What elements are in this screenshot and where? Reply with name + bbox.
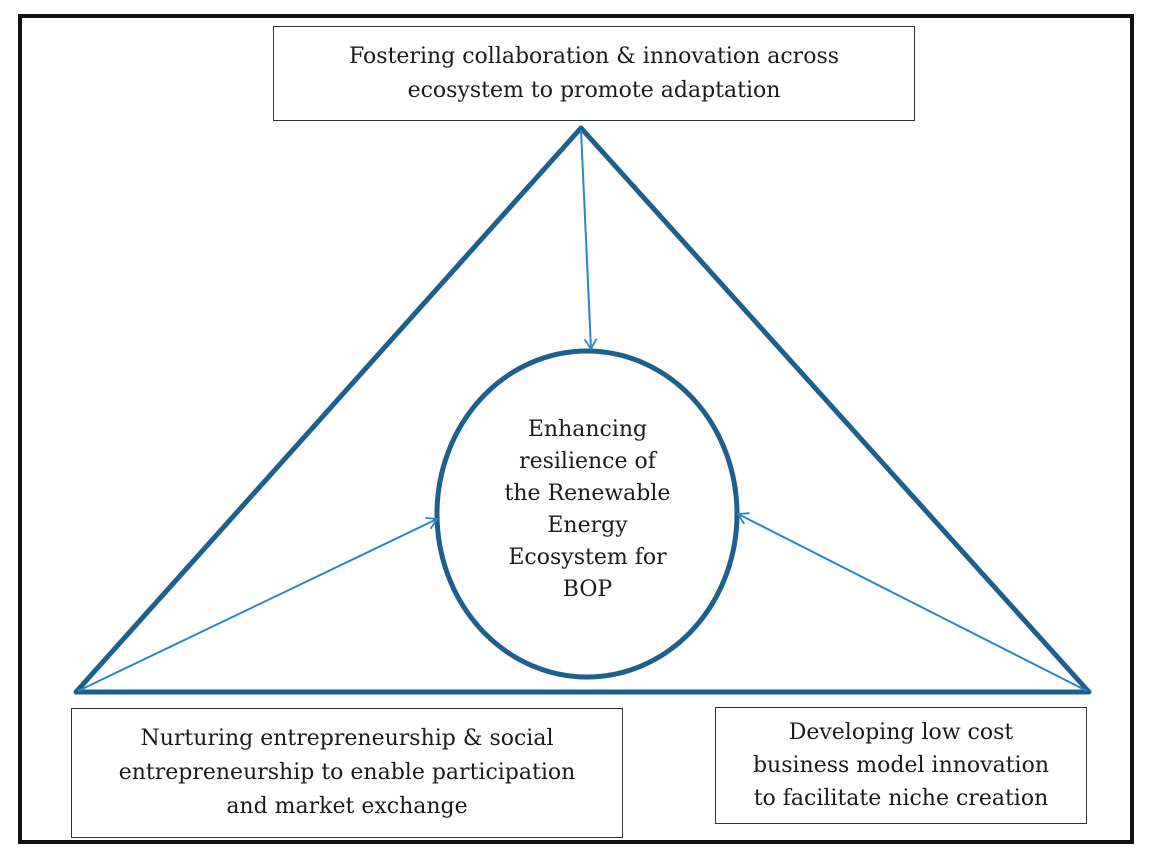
center-label-line: BOP	[562, 577, 613, 602]
left-box-line: Nurturing entrepreneurship & social	[140, 726, 554, 751]
top-box-line: Fostering collaboration & innovation acr…	[348, 43, 840, 69]
right-box-developing-business-model: Developing low cost business model innov…	[715, 707, 1087, 824]
arrow-right-to-center	[736, 512, 1088, 692]
arrow-left-to-center	[77, 517, 439, 692]
top-box-fostering-collaboration: Fostering collaboration & innovation acr…	[273, 26, 915, 121]
center-label-line: Ecosystem for	[508, 545, 667, 570]
left-box-nurturing-entrepreneurship: Nurturing entrepreneurship & social entr…	[71, 708, 623, 838]
right-box-line: to facilitate niche creation	[753, 786, 1049, 811]
diagram-frame	[18, 14, 1134, 844]
center-label: Enhancing resilience of the Renewable En…	[470, 414, 705, 606]
center-label-line: Energy	[547, 513, 628, 538]
left-box-line: entrepreneurship to enable participation	[118, 760, 576, 785]
top-box-line: ecosystem to promote adaptation	[407, 77, 781, 103]
center-label-line: the Renewable	[504, 481, 671, 506]
left-box-line: and market exchange	[226, 794, 468, 819]
arrow-top-to-center	[580, 129, 598, 351]
center-label-line: Enhancing	[527, 417, 648, 442]
right-box-line: Developing low cost	[788, 720, 1014, 745]
center-label-line: resilience of	[519, 449, 656, 474]
triangle-outline	[73, 125, 1092, 695]
right-box-line: business model innovation	[752, 753, 1050, 778]
